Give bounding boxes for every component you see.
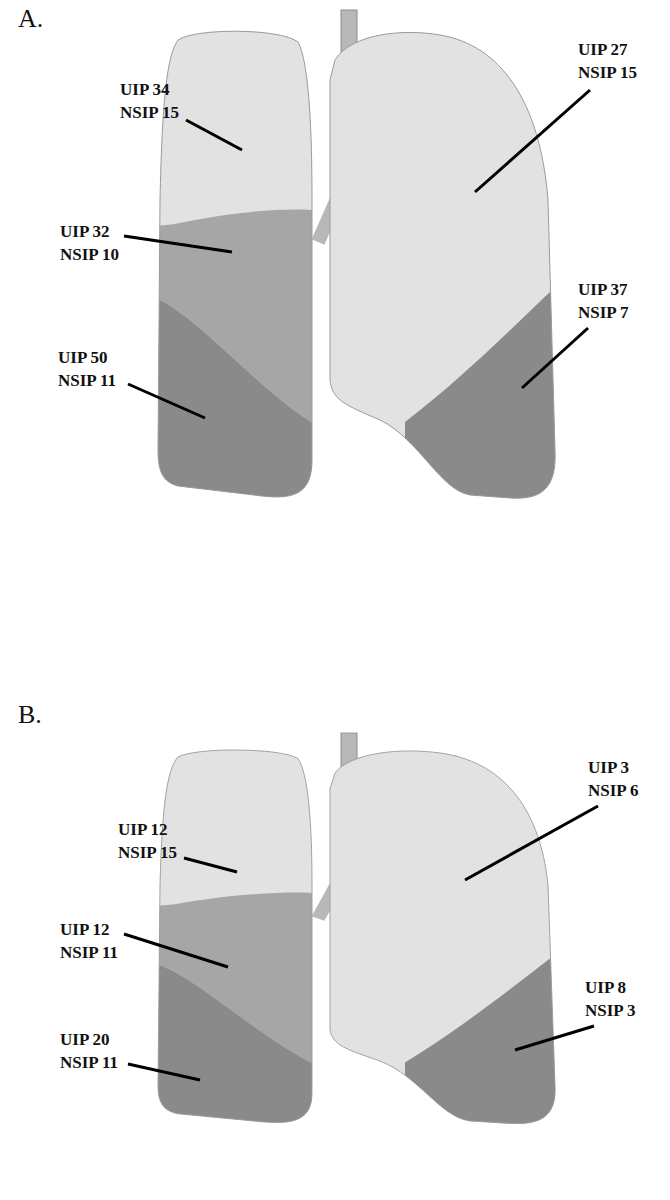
lobe-count-label: NSIP 11 bbox=[58, 371, 116, 391]
lobe-count-label: NSIP 6 bbox=[588, 781, 639, 801]
leader-lines bbox=[124, 90, 598, 1080]
panel-letter: B. bbox=[18, 700, 42, 730]
lobe-count-label: NSIP 10 bbox=[60, 245, 119, 265]
lobe-count-label: UIP 3 bbox=[588, 758, 629, 778]
lobe-count-label: NSIP 7 bbox=[578, 303, 629, 323]
lobe-count-label: UIP 8 bbox=[585, 978, 626, 998]
lobe-count-label: NSIP 15 bbox=[118, 843, 177, 863]
lobe-count-label: NSIP 11 bbox=[60, 943, 118, 963]
lobe-count-label: UIP 12 bbox=[118, 820, 168, 840]
lobe-count-label: NSIP 3 bbox=[585, 1001, 636, 1021]
lungs-b bbox=[140, 733, 575, 1141]
lobe-count-label: UIP 50 bbox=[58, 348, 108, 368]
lobe-count-label: UIP 20 bbox=[60, 1030, 110, 1050]
lungs-a bbox=[140, 10, 575, 520]
lobe-count-label: UIP 12 bbox=[60, 920, 110, 940]
lobe-count-label: UIP 27 bbox=[578, 40, 628, 60]
lobe-count-label: UIP 37 bbox=[578, 280, 628, 300]
lobe-count-label: NSIP 15 bbox=[120, 103, 179, 123]
lobe-count-label: NSIP 11 bbox=[60, 1053, 118, 1073]
lobe-count-label: NSIP 15 bbox=[578, 63, 637, 83]
lobe-count-label: UIP 34 bbox=[120, 80, 170, 100]
panel-letter: A. bbox=[18, 4, 43, 34]
lobe-count-label: UIP 32 bbox=[60, 222, 110, 242]
